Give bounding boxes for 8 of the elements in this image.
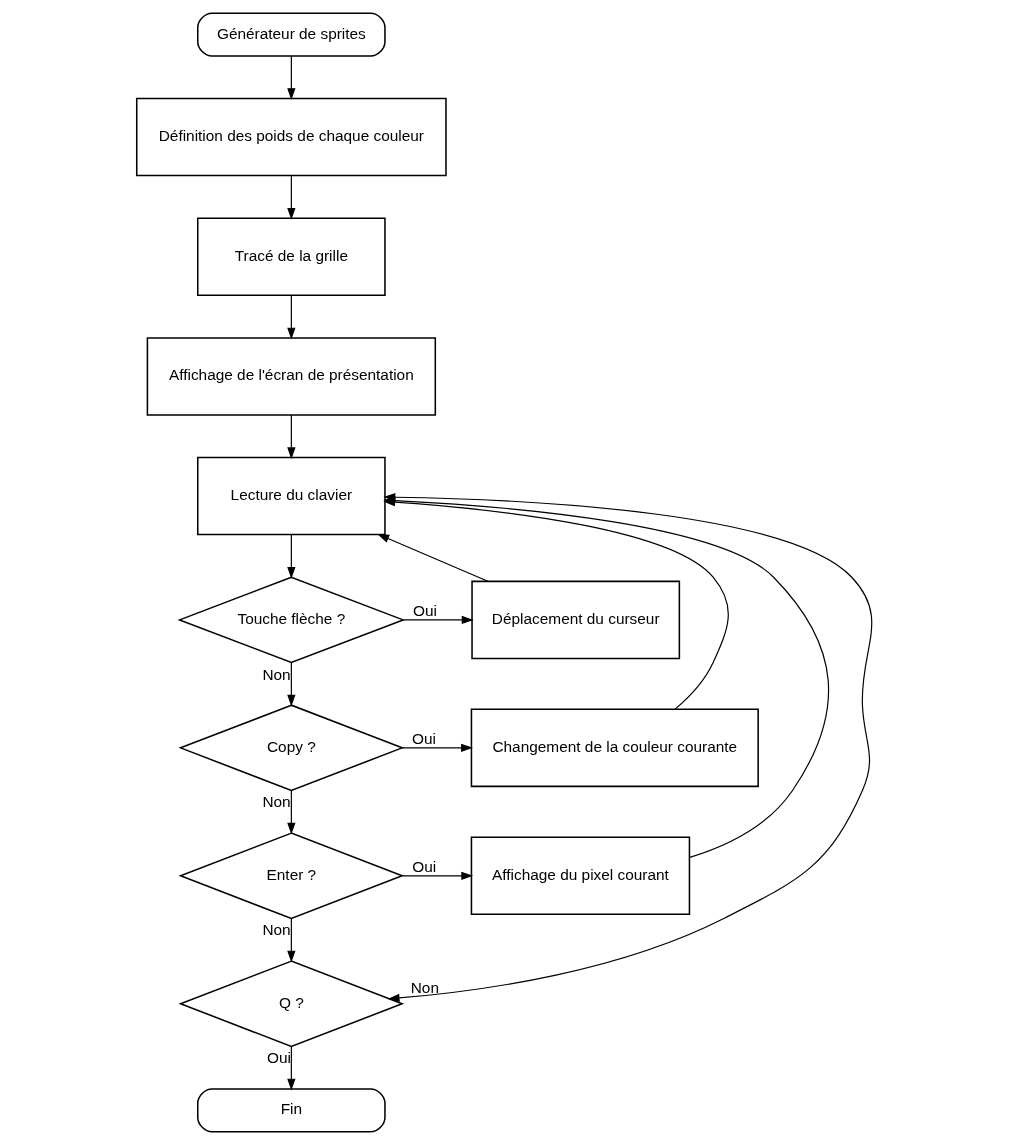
edge-label: Oui (412, 857, 437, 875)
edge-label: Oui (266, 1049, 291, 1067)
edge-label: Oui (412, 729, 437, 747)
edge-label: Non (262, 793, 291, 811)
edge-label: Non (262, 665, 291, 683)
edge-label: Non (410, 978, 439, 996)
edge-label: Non (262, 921, 291, 939)
edge-label: Oui (413, 601, 437, 619)
